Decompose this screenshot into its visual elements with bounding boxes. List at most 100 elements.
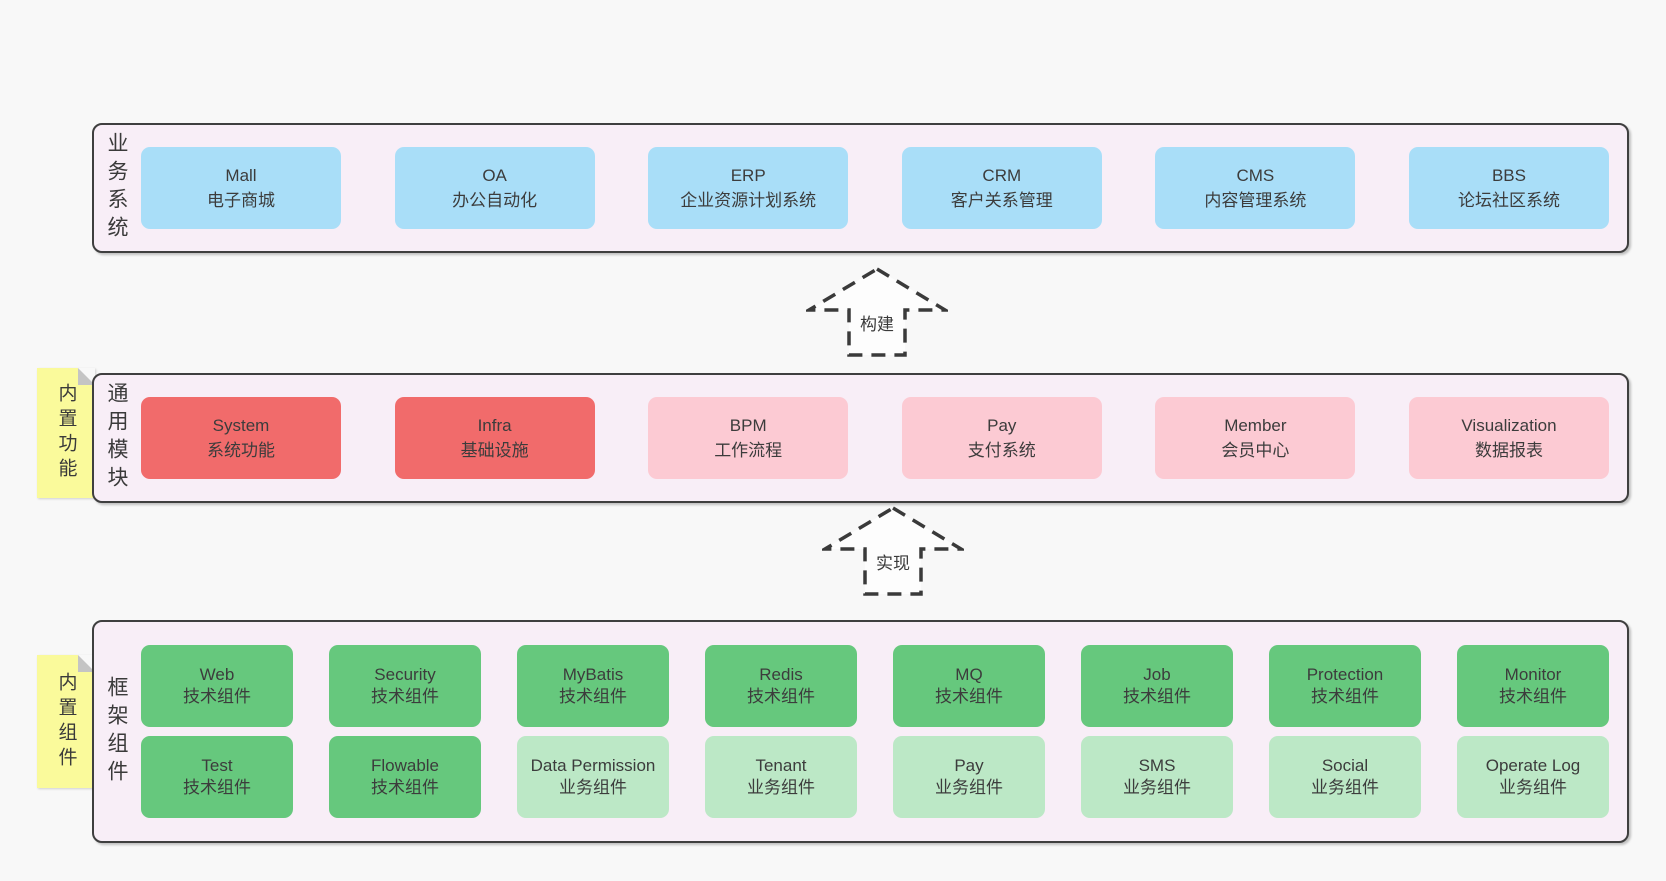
box-subtitle: 工作流程: [714, 441, 783, 460]
box-title: MyBatis: [562, 664, 624, 684]
box-tenant: Tenant 业务组件: [705, 736, 857, 819]
box-title: Job: [1143, 664, 1171, 684]
box-visualization: Visualization 数据报表: [1408, 397, 1609, 479]
band-label-business-systems: 业务系统: [105, 132, 128, 244]
box-subtitle: 技术组件: [935, 686, 1003, 706]
box-title: Monitor: [1504, 664, 1562, 684]
box-bbs: BBS 论坛社区系统: [1408, 147, 1609, 229]
box-subtitle: 内容管理系统: [1204, 191, 1307, 210]
box-job: Job 技术组件: [1081, 644, 1233, 727]
box-title: BBS: [1491, 165, 1526, 185]
box-subtitle: 技术组件: [371, 778, 439, 798]
box-test: Test 技术组件: [141, 736, 293, 819]
box-subtitle: 支付系统: [967, 441, 1036, 460]
box-title: Security: [374, 664, 436, 684]
implement-arrow: 实现: [822, 505, 964, 597]
folded-corner-icon: [78, 655, 95, 672]
box-subtitle: 会员中心: [1221, 441, 1290, 460]
box-subtitle: 数据报表: [1474, 441, 1543, 460]
implement-arrow-label: 实现: [876, 554, 910, 573]
box-cms: CMS 内容管理系统: [1155, 147, 1356, 229]
box-title: CRM: [982, 165, 1022, 185]
box-title: Pay: [954, 756, 984, 776]
band3-rows: Web 技术组件 Security 技术组件 MyBatis 技术组件 Redi…: [141, 640, 1609, 823]
box-sms: SMS 业务组件: [1081, 736, 1233, 819]
box-subtitle: 业务组件: [935, 778, 1003, 798]
box-subtitle: 技术组件: [747, 686, 815, 706]
box-operate-log: Operate Log 业务组件: [1457, 736, 1609, 819]
band-label-framework-components: 框架组件: [105, 675, 128, 788]
build-arrow-label: 构建: [860, 315, 894, 334]
box-web: Web 技术组件: [141, 644, 293, 727]
box-bpm: BPM 工作流程: [648, 397, 849, 479]
box-system: System 系统功能: [141, 397, 341, 479]
box-subtitle: 技术组件: [371, 686, 439, 706]
build-arrow: 构建: [806, 266, 948, 358]
box-flowable: Flowable 技术组件: [329, 736, 481, 819]
box-pay: Pay 支付系统: [901, 397, 1102, 479]
box-title: MQ: [955, 664, 983, 684]
box-subtitle: 业务组件: [1311, 778, 1379, 798]
box-title: CMS: [1236, 165, 1275, 185]
box-subtitle: 电子商城: [207, 191, 275, 210]
band-label-common-modules: 通用模块: [105, 382, 128, 494]
box-subtitle: 技术组件: [183, 778, 251, 798]
box-title: Redis: [759, 664, 803, 684]
box-title: SMS: [1138, 756, 1176, 776]
box-title: Visualization: [1461, 415, 1557, 435]
arrow-up-icon: [806, 266, 948, 357]
box-mall: Mall 电子商城: [141, 147, 341, 229]
box-erp: ERP 企业资源计划系统: [648, 147, 849, 229]
box-subtitle: 企业资源计划系统: [680, 191, 817, 210]
box-title: Social: [1321, 756, 1369, 776]
box-subtitle: 技术组件: [1499, 686, 1567, 706]
box-mq: MQ 技术组件: [893, 644, 1045, 727]
box-data-permission: Data Permission 业务组件: [517, 736, 669, 819]
box-subtitle: 技术组件: [1311, 686, 1379, 706]
box-subtitle: 技术组件: [1123, 686, 1191, 706]
band3-row-1: Web 技术组件 Security 技术组件 MyBatis 技术组件 Redi…: [141, 640, 1609, 732]
box-subtitle: 论坛社区系统: [1457, 191, 1560, 210]
box-title: Flowable: [370, 756, 440, 776]
box-subtitle: 办公自动化: [452, 191, 538, 210]
box-subtitle: 业务组件: [559, 778, 627, 798]
box-title: BPM: [729, 415, 767, 435]
box-member: Member 会员中心: [1155, 397, 1356, 479]
box-title: Test: [201, 756, 233, 776]
box-security: Security 技术组件: [329, 644, 481, 727]
box-subtitle: 技术组件: [559, 686, 627, 706]
box-subtitle: 客户关系管理: [950, 191, 1053, 210]
box-subtitle: 业务组件: [747, 778, 815, 798]
band-framework-components: 框架组件 Web 技术组件 Security 技术组件 MyBatis 技术组件…: [92, 620, 1629, 843]
band-business-systems: 业务系统 Mall 电子商城 OA 办公自动化 ERP 企业资源计划系统 CRM…: [92, 123, 1629, 253]
box-title: Data Permission: [530, 756, 656, 776]
band-common-modules: 通用模块 System 系统功能 Infra 基础设施 BPM 工作流程 Pay…: [92, 373, 1629, 503]
box-title: Protection: [1306, 664, 1384, 684]
box-title: Operate Log: [1485, 756, 1581, 776]
sticky-note-builtin-functions: 内置功能: [37, 368, 95, 498]
box-title: Infra: [477, 415, 512, 435]
box-oa: OA 办公自动化: [394, 147, 595, 229]
box-title: Mall: [225, 165, 257, 185]
box-title: OA: [482, 165, 507, 185]
folded-corner-icon: [78, 368, 95, 385]
box-title: System: [212, 415, 270, 435]
band3-row-2: Test 技术组件 Flowable 技术组件 Data Permission …: [141, 732, 1609, 824]
sticky-label: 内置功能: [55, 383, 77, 483]
box-crm: CRM 客户关系管理: [901, 147, 1102, 229]
box-subtitle: 基础设施: [460, 441, 529, 460]
box-protection: Protection 技术组件: [1269, 644, 1421, 727]
box-title: Tenant: [755, 756, 807, 776]
box-social: Social 业务组件: [1269, 736, 1421, 819]
box-title: Member: [1224, 415, 1287, 435]
sticky-label: 内置组件: [55, 671, 77, 772]
box-mybatis: MyBatis 技术组件: [517, 644, 669, 727]
arrow-up-icon: [822, 505, 964, 596]
box-subtitle: 业务组件: [1123, 778, 1191, 798]
box-monitor: Monitor 技术组件: [1457, 644, 1609, 727]
box-subtitle: 业务组件: [1499, 778, 1567, 798]
sticky-note-builtin-components: 内置组件: [37, 655, 95, 788]
box-redis: Redis 技术组件: [705, 644, 857, 727]
box-infra: Infra 基础设施: [394, 397, 595, 479]
